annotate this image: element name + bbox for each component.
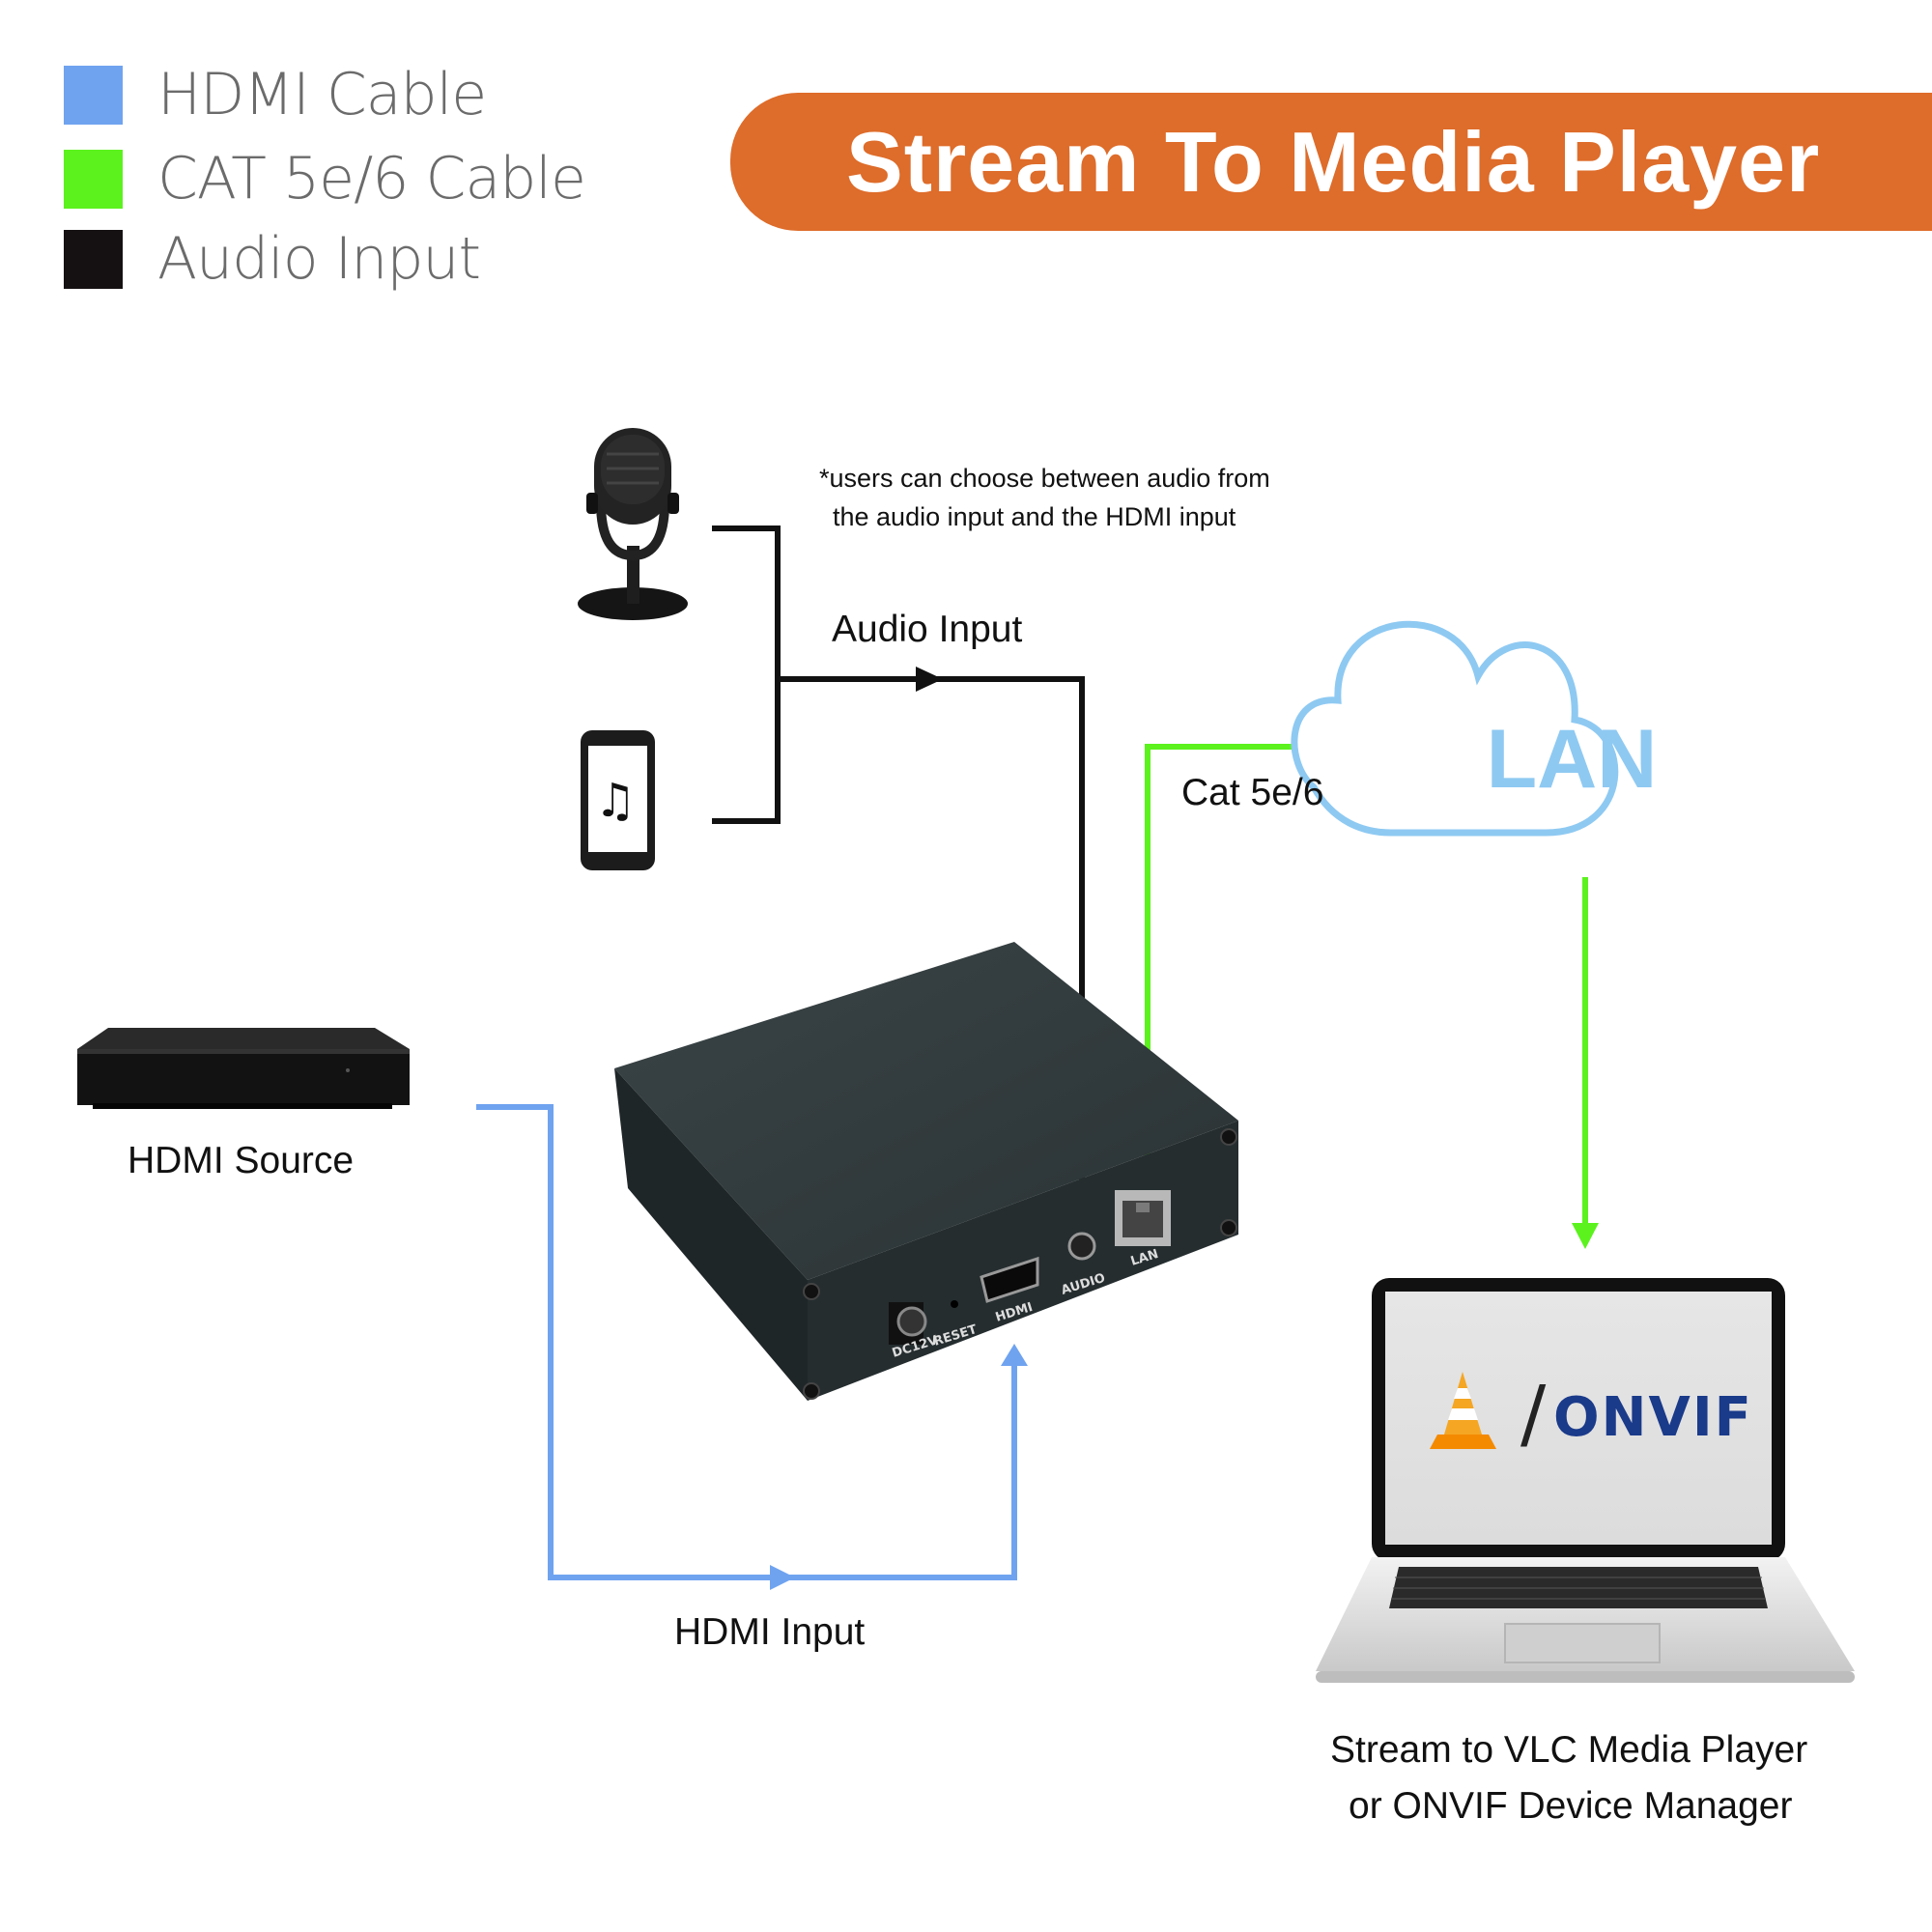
stream-label-line2: or ONVIF Device Manager <box>1349 1785 1793 1827</box>
audio-input-label: Audio Input <box>832 609 1023 650</box>
vlc-logo-icon <box>1430 1372 1496 1449</box>
legend-cat: CAT 5e/6 Cable <box>64 145 586 213</box>
page-title: Stream To Media Player <box>846 113 1821 210</box>
audio-note-line2: the audio input and the HDMI input <box>833 502 1236 531</box>
legend-swatch-hdmi <box>64 65 123 125</box>
legend-audio: Audio Input <box>64 225 481 293</box>
lan-down-arrow <box>1572 1223 1599 1249</box>
svg-text:♫: ♫ <box>594 774 636 828</box>
title-banner: Stream To Media Player <box>730 93 1932 231</box>
hdmi-arrow-end <box>1001 1344 1028 1366</box>
hdmi-cable <box>476 1104 1017 1580</box>
onvif-logo-icon: ONVIF <box>1553 1386 1753 1449</box>
microphone-icon <box>578 428 688 620</box>
encoder-device: DC12V RESET HDMI AUDIO LAN <box>614 942 1238 1401</box>
audio-bracket <box>712 526 781 824</box>
hdmi-connection <box>476 1104 1028 1590</box>
legend-label-cat: CAT 5e/6 Cable <box>157 145 586 213</box>
hdmi-input-label: HDMI Input <box>674 1611 866 1653</box>
laptop-icon: / ONVIF <box>1316 1278 1855 1683</box>
lan-cloud-icon: LAN <box>1291 620 1658 837</box>
cloud-label: LAN <box>1487 713 1658 806</box>
phone-icon: ♫ <box>581 730 655 870</box>
stream-label-line1: Stream to VLC Media Player <box>1330 1729 1808 1771</box>
legend-hdmi: HDMI Cable <box>64 61 487 128</box>
hdmi-source-device <box>77 1028 410 1109</box>
audio-note: *users can choose between audio from the… <box>819 459 1270 536</box>
legend-swatch-cat <box>64 149 123 209</box>
legend-label-hdmi: HDMI Cable <box>157 61 487 128</box>
audio-arrow-mid <box>916 667 943 692</box>
legend-label-audio: Audio Input <box>157 225 481 293</box>
hdmi-arrow-mid <box>770 1565 795 1590</box>
hdmi-source-label: HDMI Source <box>128 1140 355 1181</box>
cat-label: Cat 5e/6 <box>1181 772 1324 813</box>
screen-separator: / <box>1520 1371 1547 1458</box>
audio-note-line1: *users can choose between audio from <box>819 464 1270 493</box>
legend-swatch-audio <box>64 229 123 289</box>
